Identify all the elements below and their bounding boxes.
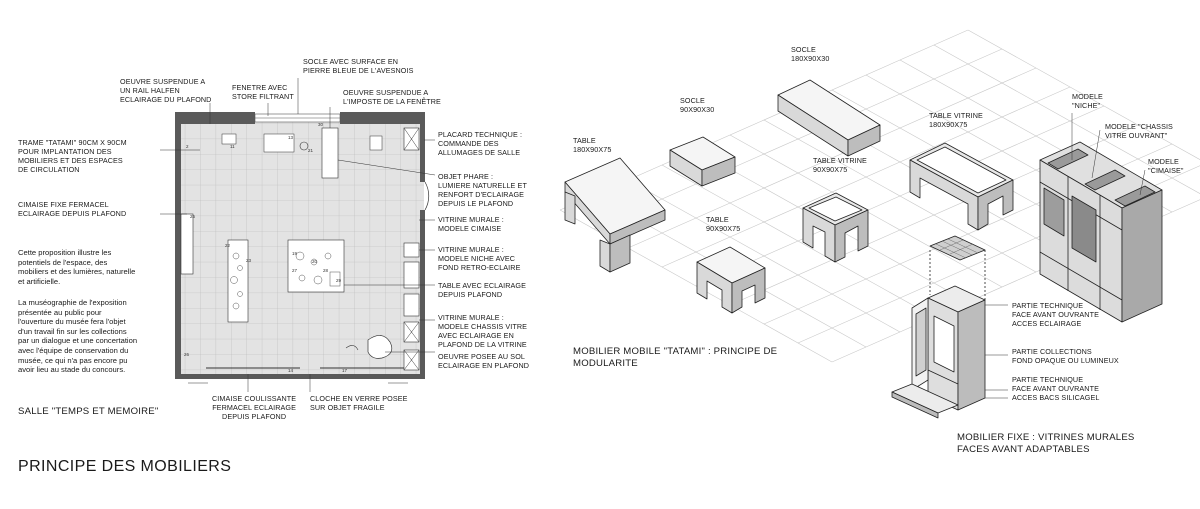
plan-numbers: 2 11 13 21 30 22 23 19 20 27 28 29 25 26 14 17 [184,122,348,373]
plan-number: 22 [225,243,231,248]
plan-number: 20 [312,259,318,264]
floor-plan: 2 11 13 21 30 22 23 19 20 27 28 29 25 26 14 17 [175,112,430,384]
grid-line [831,199,1200,363]
grid-line [661,86,1071,268]
furniture-table-vitrine-small [802,192,869,263]
plan-number: 19 [292,251,298,256]
intro-paragraph: Cette proposition illustre les potentiel… [18,248,136,286]
grid-line [627,67,1037,249]
label-cloche: CLOCHE EN VERRE POSEE SUR OBJET FRAGILE [310,394,408,412]
plan-oeuvre-sol [367,335,393,359]
caption-mobile: MOBILIER MOBILE "TATAMI" : PRINCIPE DE M… [573,346,778,369]
plan-number: 17 [342,368,348,373]
label-placard: PLACARD TECHNIQUE : COMMANDE DES ALLUMAG… [438,130,523,157]
label-socle-big: SOCLE 180x90x30 [791,45,830,63]
label-trame: TRAME "TATAMI" 90cm x 90cm POUR IMPLANTA… [18,138,127,174]
furniture-table-small [696,246,766,314]
label-cimaise-fixe: CIMAISE FIXE FERMACEL ECLAIRAGE DEPUIS P… [18,200,127,218]
plan-number: 11 [230,144,235,149]
plan-walls [175,112,425,379]
plan-vitrines-murales [403,242,420,371]
label-oeuvre-rail: OEUVRE SUSPENDUE A UN RAIL HALFEN ECLAIR… [120,77,212,104]
plan-cimaise-fixe [180,213,194,275]
plan-socle-pierre [321,127,339,179]
label-oeuvre-imposte: OEUVRE SUSPENDUE A L'IMPOSTE DE LA FENÊT… [343,88,441,106]
label-modele-cimaise: MODELE "CIMAISE" [1148,157,1184,175]
label-vitrine-cimaise: VITRINE MURALE : MODELE CIMAISE [438,215,504,233]
sheet-title: PRINCIPE DES MOBILIERS [18,458,232,475]
label-table-vitrine-small: TABLE VITRINE 90x90x75 [813,156,867,174]
plan-table-centrale [287,239,345,293]
label-fenetre: FENETRE AVEC STORE FILTRANT [232,83,294,101]
label-table-vitrine-big: TABLE VITRINE 180x90x75 [929,111,983,129]
furniture-table-vitrine-big [909,142,1014,231]
leader-lines [160,78,436,392]
plan-number: 13 [288,135,294,140]
plan-table-vitrine-long [227,239,249,323]
plan-number: 27 [292,268,298,273]
room-title: SALLE "TEMPS ET MEMOIRE" [18,406,159,417]
label-partie-collections: PARTIE COLLECTIONS FOND OPAQUE OU LUMINE… [1012,347,1119,365]
label-modele-niche: MODELE "NICHE" [1072,92,1103,110]
plan-number: 2 [186,144,189,149]
grid-line [695,105,1105,287]
fixed-vitrine-exploded [891,235,986,419]
label-table-large: TABLE 180x90x75 [573,136,612,154]
caption-fixed: MOBILIER FIXE : VITRINES MURALES FACES A… [957,432,1135,455]
label-socle-pierre: SOCLE AVEC SURFACE EN PIERRE BLEUE DE L'… [303,57,414,75]
plan-number: 30 [318,122,324,127]
plan-number: 23 [246,258,252,263]
grid-line [593,48,1003,230]
furniture-table-large [564,157,666,273]
plan-number: 25 [190,214,196,219]
fixed-vitrines [891,141,1163,419]
label-oeuvre-sol: OEUVRE POSEE AU SOL ECLAIRAGE EN PLAFOND [438,352,530,370]
plan-number: 28 [323,268,329,273]
label-partie-tech-top: PARTIE TECHNIQUE FACE AVANT OUVRANTE ACC… [1012,301,1099,328]
plan-door [424,181,430,211]
label-socle-small: SOCLE 90x90x30 [680,96,715,114]
label-vitrine-chassis: VITRINE MURALE : MODELE CHASSIS VITRE AV… [438,313,528,349]
fixed-vitrine-wall [1039,141,1163,323]
plan-number: 26 [184,352,190,357]
plan-number: 29 [336,278,342,283]
plan-number: 21 [308,148,314,153]
leader-lines-right [985,113,1146,399]
plan-number: 14 [288,368,294,373]
label-objet-phare: OBJET PHARE : LUMIERE NATURELLE ET RENFO… [438,172,527,208]
furniture-socle-big [777,79,881,157]
label-partie-tech-bottom: PARTIE TECHNIQUE FACE AVANT OUVRANTE ACC… [1012,375,1100,402]
label-cimaise-coulissante: CIMAISE COULISSANTE FERMACEL ECLAIRAGE D… [212,394,297,421]
label-modele-chassis: MODELE "CHASSIS VITRE OUVRANT" [1105,122,1173,140]
furniture-socle-small [669,136,736,187]
label-table-small: TABLE 90x90x75 [706,215,741,233]
mobile-furniture [564,79,1014,314]
label-vitrine-niche: VITRINE MURALE : MODELE NICHE AVEC FOND … [438,245,521,272]
museography-paragraph: La muséographie de l'exposition présenté… [18,298,138,375]
label-table-eclairage: TABLE AVEC ECLAIRAGE DEPUIS PLAFOND [438,281,527,299]
